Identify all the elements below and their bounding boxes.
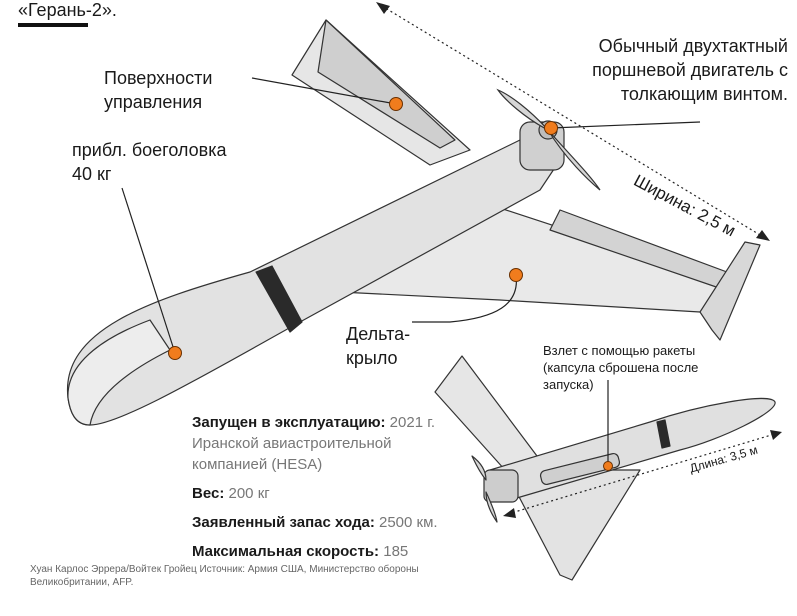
- main-drone: [66, 19, 761, 426]
- marker-warhead: [168, 346, 182, 360]
- small-drone-prop-lower: [485, 491, 498, 523]
- spec-weight: Вес: 200 кг: [192, 483, 442, 504]
- label-engine: Обычный двухтактный поршневой двигатель …: [592, 36, 788, 104]
- length-arrowhead-end: [770, 430, 782, 440]
- small-drone-engine: [483, 469, 519, 503]
- control-surfaces-leader: [251, 77, 397, 105]
- small-drone: [434, 355, 776, 581]
- warhead-leader: [121, 187, 176, 354]
- title-underline: [18, 23, 88, 27]
- propeller-blade-upper: [496, 88, 549, 131]
- marker-control-surfaces: [389, 97, 403, 111]
- marker-rocket: [603, 461, 613, 471]
- label-control-surfaces: Поверхности управления: [104, 68, 213, 112]
- main-drone-fuselage-band: [255, 265, 303, 333]
- main-drone-nose: [67, 319, 171, 426]
- main-drone-winglet: [699, 241, 761, 341]
- length-arrowhead-start: [503, 508, 516, 518]
- small-drone-band: [656, 419, 671, 449]
- propeller-blade-lower: [547, 129, 601, 191]
- source-credit: Хуан Карлос Эррера/Войтек Гройец Источни…: [30, 564, 419, 588]
- spec-value: 200 кг: [224, 485, 270, 502]
- small-drone-prop-upper: [471, 455, 487, 481]
- marker-engine: [544, 121, 558, 135]
- small-drone-upper-wing: [434, 355, 541, 471]
- spec-label: Запущен в эксплуатацию:: [192, 414, 386, 431]
- spec-max-speed: Максимальная скорость: 185: [192, 541, 442, 562]
- small-drone-booster: [539, 452, 621, 486]
- length-dimension: [507, 432, 779, 515]
- spec-label: Заявленный запас хода:: [192, 514, 375, 531]
- width-arrowhead-start: [376, 2, 390, 14]
- width-arrowhead-end: [756, 230, 770, 241]
- engine-leader: [550, 121, 701, 129]
- spec-label: Максимальная скорость:: [192, 543, 380, 560]
- main-drone-propeller: [496, 88, 601, 191]
- specs-block: Запущен в эксплуатацию: 2021 г. Иранской…: [192, 412, 442, 570]
- label-warhead: прибл. боеголовка 40 кг: [72, 140, 227, 184]
- main-drone-upper-wing-elevon: [317, 19, 456, 149]
- spec-range: Заявленный запас хода: 2500 км.: [192, 512, 442, 533]
- spec-value: 185: [379, 543, 409, 560]
- spec-commissioned: Запущен в эксплуатацию: 2021 г. Иранской…: [192, 412, 442, 475]
- delta-wing-leader: [412, 274, 517, 323]
- label-delta-wing: Дельта-крыло: [346, 324, 411, 368]
- label-rocket-launch: Взлет с помощью ракеты (капсула сброшена…: [543, 343, 699, 392]
- spec-value: 2021 г. Иранской авиастроительной компан…: [192, 414, 436, 473]
- marker-delta-wing: [509, 268, 523, 282]
- title-fragment: «Герань-2».: [18, 0, 117, 20]
- spec-value: 2500 км.: [374, 514, 438, 531]
- spec-label: Вес:: [192, 485, 225, 502]
